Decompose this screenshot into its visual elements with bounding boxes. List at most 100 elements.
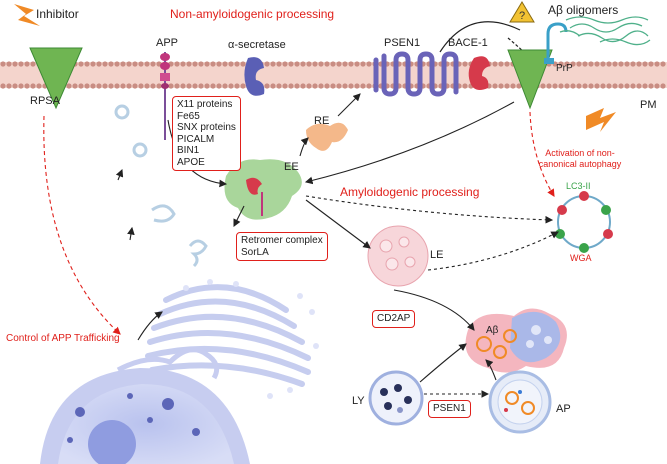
lipid-head xyxy=(282,61,288,67)
autophagosome-shape xyxy=(488,370,552,434)
ee-to-le-arrow xyxy=(305,199,371,249)
lipid-head xyxy=(324,61,330,67)
lipid-head xyxy=(120,61,126,67)
app-box-item: X11 proteins xyxy=(177,99,233,110)
lipid-head xyxy=(216,61,222,67)
lipid-head xyxy=(312,83,318,89)
lipid-head xyxy=(228,61,234,67)
ee-to-autophagy-dashed-arrow xyxy=(305,195,554,224)
lipid-head xyxy=(144,61,150,67)
lipid-head xyxy=(642,61,648,67)
lipid-head xyxy=(624,83,630,89)
app-box-item: PICALM xyxy=(177,133,215,145)
lipid-head xyxy=(648,83,654,89)
amyloidogenic-label: Amyloidogenic processing xyxy=(340,185,480,199)
lipid-head xyxy=(264,61,270,67)
lipid-head xyxy=(78,61,84,67)
lipid-head xyxy=(78,83,84,89)
cd2ap-box-text: CD2AP xyxy=(377,313,411,324)
lipid-head xyxy=(192,83,198,89)
app-box-item: BIN1 xyxy=(177,145,200,156)
prp-icon xyxy=(546,22,568,60)
lipid-head xyxy=(24,61,30,67)
lipid-head xyxy=(540,83,546,89)
lipid-head xyxy=(462,61,468,67)
activation-label: Activation of non-canonical autophagy xyxy=(530,148,630,170)
lipid-head xyxy=(366,83,372,89)
lipid-head xyxy=(318,83,324,89)
lipid-head xyxy=(288,83,294,89)
lipid-head xyxy=(90,61,96,67)
lipid-head xyxy=(204,61,210,67)
warning-question-mark: ? xyxy=(519,10,525,22)
lipid-head xyxy=(564,61,570,67)
lipid-head xyxy=(630,83,636,89)
lipid-head xyxy=(18,83,24,89)
lipid-head xyxy=(288,61,294,67)
le-to-autolysosome-arrow xyxy=(393,289,475,331)
psen1-protein-icon xyxy=(373,51,459,97)
lipid-head xyxy=(174,61,180,67)
lipid-head xyxy=(96,61,102,67)
lipid-head xyxy=(510,83,516,89)
lipid-head xyxy=(318,61,324,67)
lipid-head xyxy=(108,83,114,89)
lipid-head xyxy=(498,83,504,89)
psen1-box-text: PSEN1 xyxy=(433,403,466,414)
lipid-head xyxy=(240,61,246,67)
lipid-head xyxy=(270,61,276,67)
lipid-head xyxy=(24,83,30,89)
activation-label-text: Activation of non-canonical autophagy xyxy=(538,148,622,169)
rpsa-receptor-icon xyxy=(29,47,83,110)
lipid-head xyxy=(12,83,18,89)
lipid-head xyxy=(600,83,606,89)
lipid-head xyxy=(360,61,366,67)
lipid-head xyxy=(174,83,180,89)
lipid-head xyxy=(582,61,588,67)
app-label: APP xyxy=(156,37,179,49)
retromer-box: Retromer complex SorLA xyxy=(236,232,328,261)
lipid-head xyxy=(228,83,234,89)
lipid-head xyxy=(90,83,96,89)
lipid-head xyxy=(36,83,42,89)
bace1-curve-arrow xyxy=(439,21,521,53)
activation-lightning-icon xyxy=(586,108,616,132)
lc3-label: LC3-II xyxy=(566,181,591,191)
lipid-head xyxy=(660,83,666,89)
app-interactors-box: X11 proteins Fe65 SNX proteins PICALM BI… xyxy=(172,96,241,171)
lipid-head xyxy=(66,83,72,89)
lipid-head xyxy=(0,61,6,67)
re-to-psen-arrow xyxy=(337,93,361,117)
lipid-head xyxy=(654,61,660,67)
lipid-head xyxy=(102,83,108,89)
lipid-head xyxy=(366,61,372,67)
lipid-head xyxy=(552,83,558,89)
lipid-head xyxy=(582,83,588,89)
recycling-endosome-shape xyxy=(306,122,348,151)
app-box-item: Fe65 xyxy=(177,110,200,122)
pm-label: PM xyxy=(640,99,657,111)
autolysosome-shape xyxy=(465,308,567,373)
lipid-head xyxy=(630,61,636,67)
app-box-item: APOE xyxy=(177,156,205,168)
rpsa-control-red-arrow xyxy=(43,115,121,335)
lipid-head xyxy=(126,83,132,89)
lipid-head xyxy=(180,61,186,67)
lipid-head xyxy=(84,61,90,67)
lipid-head xyxy=(108,61,114,67)
lipid-head xyxy=(156,83,162,89)
ap-label: AP xyxy=(556,403,571,415)
lipid-head xyxy=(234,83,240,89)
psen1-label: PSEN1 xyxy=(384,37,421,49)
lipid-head xyxy=(342,83,348,89)
lipid-head xyxy=(18,61,24,67)
abeta-label: Aβ xyxy=(486,325,499,336)
lipid-head xyxy=(570,61,576,67)
lipid-head xyxy=(204,83,210,89)
abeta-oligomer-fibrils xyxy=(559,16,651,46)
lipid-head xyxy=(648,61,654,67)
lipid-head xyxy=(600,61,606,67)
lipid-head xyxy=(576,83,582,89)
le-to-autophagy-dashed-arrow xyxy=(427,231,559,271)
